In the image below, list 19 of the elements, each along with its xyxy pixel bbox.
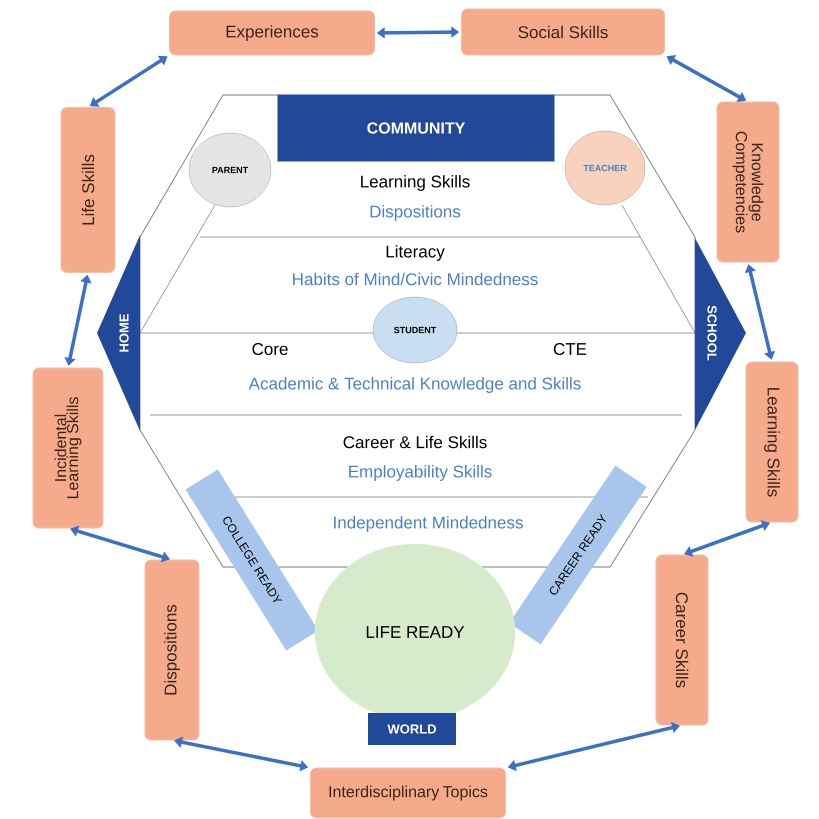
pointer-triangle: HOME — [97, 235, 140, 431]
band-text: Dispositions — [370, 205, 460, 221]
heading-bar: WORLD — [368, 713, 456, 745]
skill-box: Interdisciplinary Topics — [310, 768, 506, 818]
skill-box: Career Skills — [656, 554, 708, 726]
skill-box: Experiences — [169, 10, 375, 56]
heading-bar: COMMUNITY — [278, 94, 554, 162]
skill-box: Incidental Learning Skills — [32, 368, 104, 528]
skill-box: Learning Skills — [746, 362, 798, 522]
pointer-triangle: SCHOOL — [695, 238, 746, 430]
skill-box: Dispositions — [144, 560, 200, 740]
band-text: Core — [252, 342, 288, 356]
band-text: Career & Life Skills — [344, 436, 487, 448]
band-text: Literacy — [386, 245, 445, 261]
band-text: CTE — [554, 342, 586, 356]
band-text: Employability Skills — [349, 465, 492, 481]
skill-box: Social Skills — [461, 8, 665, 56]
skill-box: Knowledge Competencies — [716, 102, 780, 262]
skill-box: Life Skills — [60, 107, 116, 273]
